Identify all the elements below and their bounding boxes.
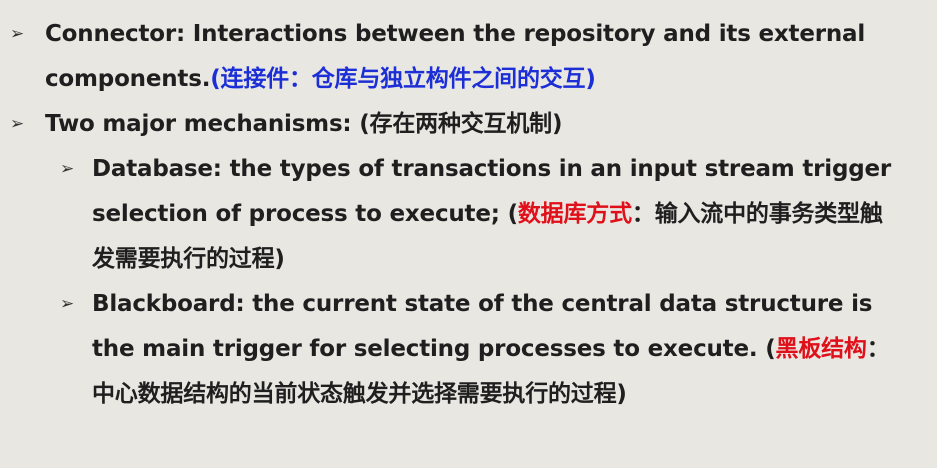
bullet-database: ➢ Database: the types of transactions in… (0, 147, 897, 282)
bullet-blackboard: ➢ Blackboard: the current state of the c… (0, 282, 897, 417)
bullet-connector: ➢ Connector: Interactions between the re… (0, 12, 895, 102)
database-desc-cn: ：输入流中的事务类型触发需要执行的过程) (92, 201, 883, 272)
arrow-bullet-icon: ➢ (60, 294, 75, 314)
blackboard-paren-open: ( (765, 336, 776, 362)
database-paren-open: ( (507, 201, 519, 227)
bullet-two-mechanisms: ➢ Two major mechanisms: (存在两种交互机制) (0, 102, 895, 147)
blackboard-text-en: Blackboard: the current state of the cen… (92, 291, 873, 362)
mechanisms-text-cn: (存在两种交互机制) (359, 111, 563, 137)
mechanisms-text-en: Two major mechanisms: (45, 111, 360, 137)
arrow-bullet-icon: ➢ (60, 159, 75, 179)
arrow-bullet-icon: ➢ (10, 114, 25, 134)
blackboard-desc-cn: ：中心数据结构的当前状态触发并选择需要执行的过程) (92, 336, 890, 407)
database-text-en: Database: the types of transactions in a… (92, 156, 892, 227)
blackboard-term-cn: 黑板结构 (775, 336, 867, 362)
arrow-bullet-icon: ➢ (10, 24, 25, 44)
database-term-cn: 数据库方式 (517, 201, 632, 227)
connector-text-en: Connector: Interactions between the repo… (45, 21, 866, 92)
connector-text-cn: (连接件：仓库与独立构件之间的交互) (210, 66, 596, 92)
